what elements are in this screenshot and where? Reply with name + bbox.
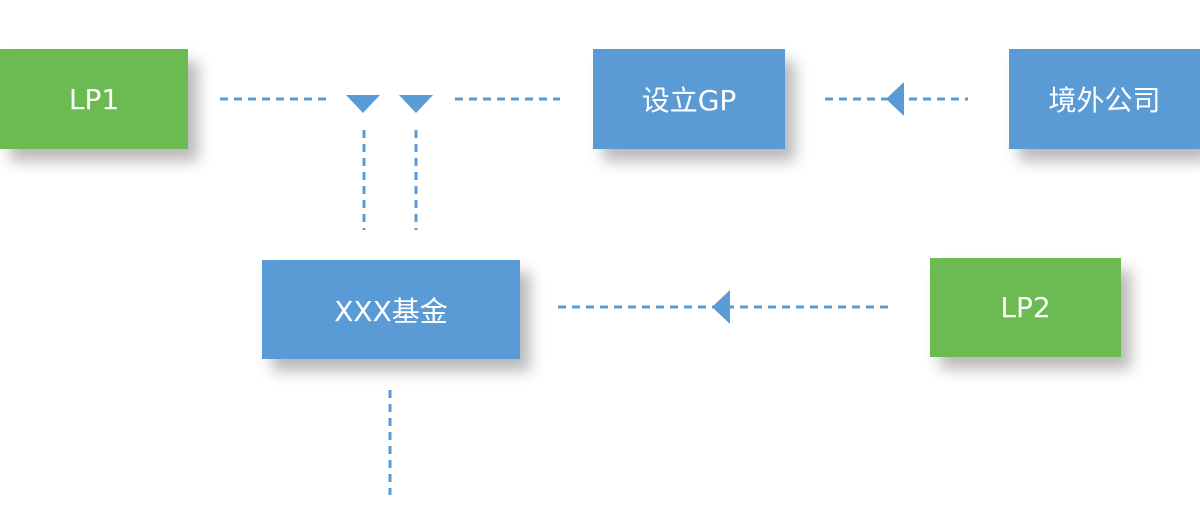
- arrowhead-down-right: [399, 95, 433, 113]
- node-gp-label: 设立GP: [641, 84, 737, 117]
- node-lp1-label: LP1: [68, 82, 120, 116]
- node-gp: 设立GP: [593, 49, 785, 149]
- node-offshore-company: 境外公司: [1009, 49, 1200, 149]
- node-lp2: LP2: [930, 258, 1121, 357]
- node-fund-label: XXX基金: [334, 294, 448, 328]
- node-fund: XXX基金: [262, 260, 520, 359]
- arrowhead-left-fund: [712, 290, 730, 324]
- node-offshore-company-label: 境外公司: [1048, 84, 1161, 117]
- node-lp2-label: LP2: [1000, 291, 1051, 324]
- arrowhead-down-left: [346, 95, 380, 113]
- arrowhead-left-gp: [886, 82, 904, 116]
- node-lp1: LP1: [0, 49, 188, 149]
